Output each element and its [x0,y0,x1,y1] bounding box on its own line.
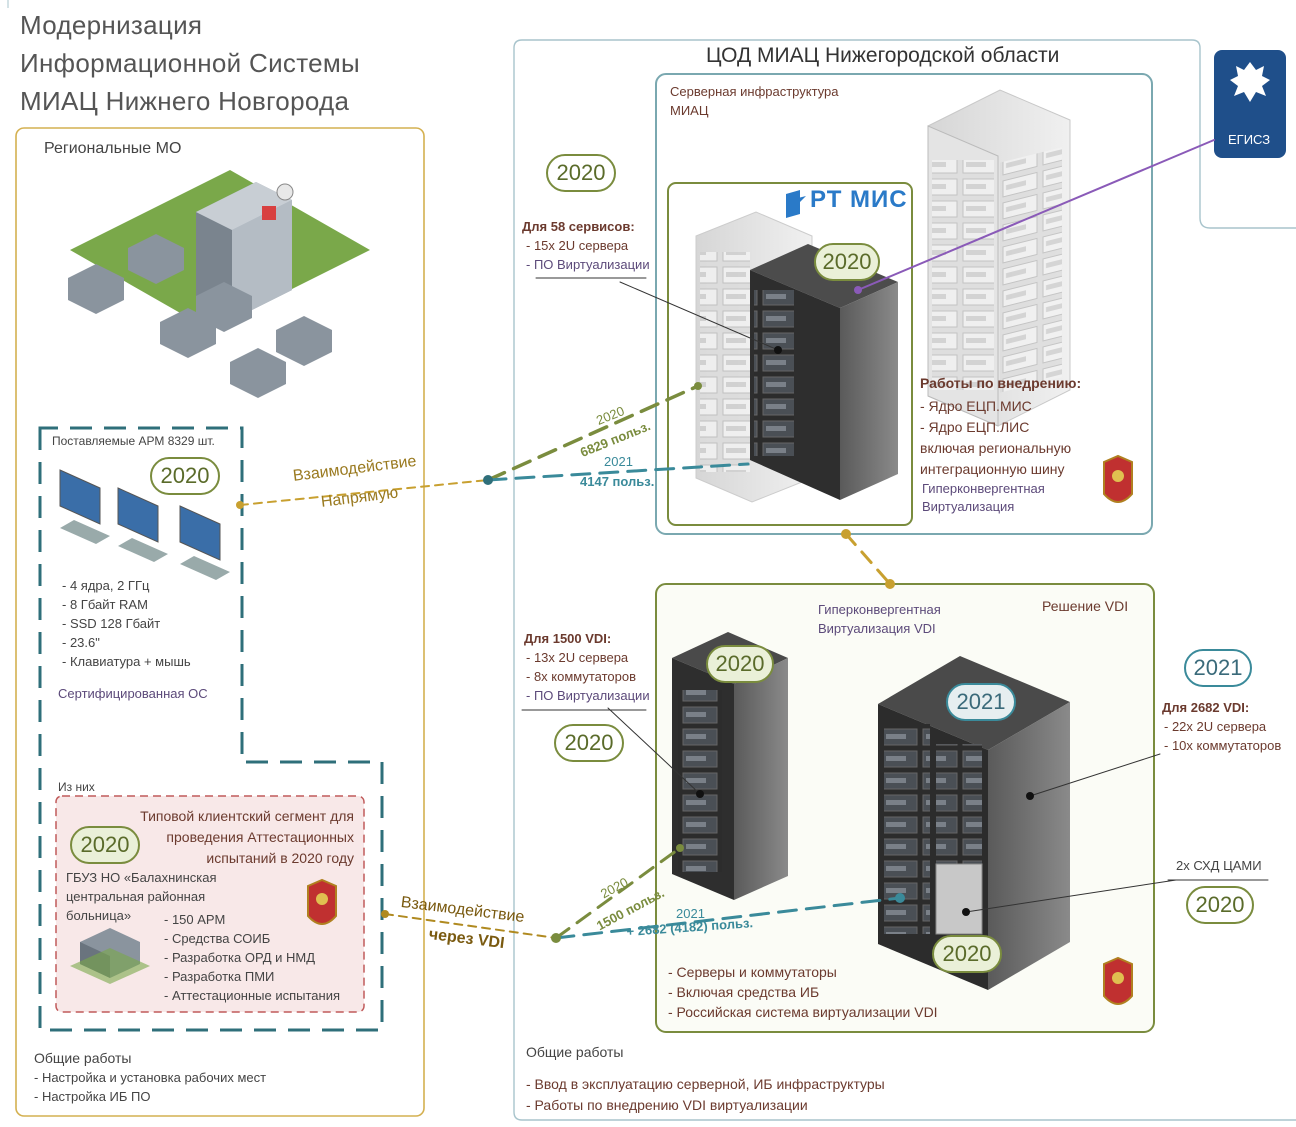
services-item: - 15х 2U сервера [526,238,629,253]
hyper-label-2: Виртуализация [922,499,1015,514]
rack-year-badge: 2020 [814,243,880,281]
hospital-name-2: центральная районная [66,889,206,904]
arm-spec: - 8 Гбайт RAM [62,597,148,612]
vdi-rack1-year-badge: 2020 [706,645,774,683]
vdi-left-item: - 8х коммутаторов [526,669,637,684]
vdi-left-list: - 13х 2U сервера - 8х коммутаторов - ПО … [526,648,650,705]
arm-label: Поставляемые АРМ 8329 шт. [52,434,215,448]
segment-item: - Разработка ОРД и НМД [164,950,316,965]
arm-year-badge: 2020 [150,457,220,495]
fstek-emblem-1 [1103,454,1133,503]
right-general-item: - Ввод в эксплуатацию серверной, ИБ инфр… [526,1076,885,1092]
segment-item: - 150 АРМ [164,912,226,927]
direct-2021-year: 2021 [604,454,633,469]
vdi-right-year-badge: 2021 [1184,649,1252,687]
server-infra-label-2: МИАЦ [670,103,709,118]
right-general-header: Общие работы [526,1044,624,1060]
right-general-item: - Работы по внедрению VDI виртуализации [526,1097,808,1113]
vdi-right-list: - 22х 2U сервера - 10х коммутаторов [1164,717,1281,755]
works-item: интеграционную шину [920,461,1065,477]
vdi-hyper-label-1: Гиперконвергентная [818,602,941,617]
left-general-item: - Настройка ИБ ПО [34,1089,151,1104]
server-outer-year-badge: 2020 [546,154,616,192]
works-item: включая региональную [920,440,1072,456]
segment-title-2: проведения Аттестационных [166,829,354,845]
clinic-icon [70,928,150,984]
vdi-hyper-label-2: Виртуализация VDI [818,621,936,636]
hospital-name-3: больница» [66,908,132,923]
computer-icons [59,469,230,580]
arm-specs-list: - 4 ядра, 2 ГГц - 8 Гбайт RAM - SSD 128 … [62,576,191,671]
works-item: - Ядро ЕЦП.МИС [920,398,1032,414]
dc-header: ЦОД МИАЦ Нижегородской области [706,44,1060,67]
vdi-solution-label: Решение VDI [1042,598,1129,614]
works-item: - Ядро ЕЦП.ЛИС [920,419,1030,435]
vdi-right-item: - 22х 2U сервера [1164,719,1267,734]
direct-2021-users: 4147 польз. [580,474,655,489]
hyper-label-1: Гиперконвергентная [922,481,1045,496]
left-panel-border [15,127,425,1117]
segment-title-3: испытаний в 2020 году [206,850,354,866]
segment-item: - Разработка ПМИ [164,969,275,984]
storage-year-badge: 2020 [1186,886,1254,924]
arm-spec: - 4 ядра, 2 ГГц [62,578,150,593]
left-general-header: Общие работы [34,1050,132,1066]
vdi-rack2-year-badge: 2021 [946,683,1016,721]
server-infra-racks [695,89,1071,503]
rtmis-logo-text: РТ МИС [810,186,908,213]
server-infra-label-1: Серверная инфраструктура [670,84,839,99]
fstek-emblem-2 [307,878,337,925]
segment-year-badge: 2020 [70,826,140,864]
left-general-list: - Настройка и установка рабочих мест - Н… [34,1068,266,1106]
regional-mo-header: Региональные МО [44,140,182,157]
vdi-left-header: Для 1500 VDI: [524,631,612,646]
of-them-label: Из них [58,780,95,794]
eagle-icon [1230,62,1270,102]
vdi-right-item: - 10х коммутаторов [1164,738,1282,753]
hospital-name-1: ГБУЗ НО «Балахнинская [66,870,217,885]
services-list: - 15х 2U сервера - ПО Виртуализации [526,236,650,274]
works-header: Работы по внедрению: [920,375,1082,391]
title-line-3: МИАЦ Нижнего Новгорода [20,86,350,116]
left-general-item: - Настройка и установка рабочих мест [34,1070,267,1085]
vdi-left-year-badge: 2020 [554,724,624,762]
vdi-bottom-list: - Серверы и коммутаторы - Включая средст… [668,962,938,1022]
rtmis-logo-icon [786,190,806,218]
vdi-rack2-bottom-year-badge: 2020 [932,935,1002,973]
arm-spec: - 23.6" [62,635,100,650]
vdi-2021-year: 2021 [676,906,705,921]
title-line-2: Информационной Системы [20,48,361,78]
storage-label: 2х СХД ЦАМИ [1176,858,1262,873]
egisz-badge [1214,50,1286,158]
hospital-illustration [68,170,370,398]
certified-os-label: Сертифицированная ОС [58,686,208,701]
segment-item: - Аттестационные испытания [164,988,341,1003]
vdi-bottom-item: - Серверы и коммутаторы [668,964,837,980]
vdi-left-item: - ПО Виртуализации [526,688,650,703]
title-line-1: Модернизация [20,10,203,40]
fstek-emblem-3 [1103,956,1133,1005]
segment-item: - Средства СОИБ [164,931,271,946]
egisz-label: ЕГИСЗ [1228,132,1271,147]
vdi-bottom-item: - Включая средства ИБ [668,984,820,1000]
arm-spec: - SSD 128 Гбайт [62,616,161,631]
vdi-bottom-item: - Российская система виртуализации VDI [668,1004,938,1020]
segment-title-1: Типовой клиентский сегмент для [140,808,354,824]
vdi-right-header: Для 2682 VDI: [1162,700,1250,715]
vdi-left-item: - 13х 2U сервера [526,650,629,665]
segment-items-list: - 150 АРМ - Средства СОИБ - Разработка О… [164,910,340,1005]
services-item: - ПО Виртуализации [526,257,650,272]
services-header: Для 58 сервисов: [522,219,635,234]
right-general-list: - Ввод в эксплуатацию серверной, ИБ инфр… [526,1074,885,1116]
arm-spec: - Клавиатура + мышь [62,654,191,669]
works-list: - Ядро ЕЦП.МИС - Ядро ЕЦП.ЛИС включая ре… [920,396,1071,480]
